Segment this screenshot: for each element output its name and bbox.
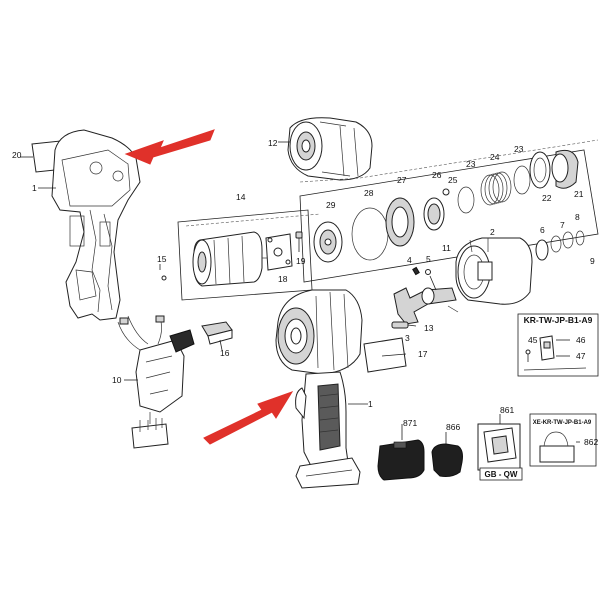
bag-862-drawing <box>529 413 597 467</box>
housing-shell <box>51 129 141 321</box>
pointer-arrow-top <box>124 129 215 165</box>
part-callout-p19: 19 <box>296 256 306 266</box>
part-callout-p10: 10 <box>112 375 122 385</box>
part-callout-p29: 29 <box>326 200 336 210</box>
part-callout-p21: 21 <box>574 189 584 199</box>
part-callout-p23b: 23 <box>514 144 524 154</box>
battery-871-drawing <box>377 424 425 481</box>
part-callout-p862: 862 <box>584 437 598 447</box>
part-callout-p6: 6 <box>540 225 545 235</box>
part-callout-p18: 18 <box>278 274 288 284</box>
part-callout-p871: 871 <box>403 418 417 428</box>
part-callout-p8: 8 <box>575 212 580 222</box>
part-callout-p17: 17 <box>418 349 428 359</box>
direction-switch-16-drawing <box>201 321 233 351</box>
part-callout-p1b: 1 <box>368 399 373 409</box>
screw-13-drawing <box>391 321 417 329</box>
part-callout-p1a: 1 <box>32 183 37 193</box>
charger-region-label: GB - QW <box>485 470 518 479</box>
part-callout-p4: 4 <box>407 255 412 265</box>
battery-866-drawing <box>431 432 463 477</box>
anvil-spindle-drawing <box>393 266 459 325</box>
housing-half-drawing <box>20 129 141 321</box>
part-callout-p25: 25 <box>448 175 458 185</box>
part-callout-p23a: 23 <box>466 159 476 169</box>
part-callout-p2: 2 <box>490 227 495 237</box>
part-callout-p46: 46 <box>576 335 586 345</box>
part-callout-p11: 11 <box>442 243 451 253</box>
part-callout-p13: 13 <box>424 323 434 333</box>
part-callout-p28: 28 <box>364 188 374 198</box>
charger-label-box <box>479 467 523 481</box>
kr-kit-title: KR-TW-JP-B1-A9 <box>524 315 593 325</box>
part-callout-p22: 22 <box>542 193 552 203</box>
planetary-gear-panel <box>299 149 599 283</box>
part-callout-p7: 7 <box>560 220 565 230</box>
part-callout-p15: 15 <box>157 254 167 264</box>
part-callout-p26: 26 <box>432 170 442 180</box>
tool-body-drawing <box>275 289 407 489</box>
gearbox-assembly-drawing <box>278 117 373 181</box>
part-callout-p47: 47 <box>576 351 586 361</box>
part-callout-p12: 12 <box>268 138 278 148</box>
part-callout-p24: 24 <box>490 152 500 162</box>
pointer-arrow-bottom <box>203 391 294 445</box>
part-callout-p866: 866 <box>446 422 460 432</box>
part-callout-p27: 27 <box>397 175 407 185</box>
motor-panel <box>177 209 313 301</box>
xe-kit-title: XE-KR-TW-JP-B1-A9 <box>533 420 592 426</box>
kr-kit-drawing <box>517 313 599 377</box>
part-callout-p14: 14 <box>236 192 246 202</box>
part-callout-p3: 3 <box>405 333 410 343</box>
part-callout-p861: 861 <box>500 405 514 415</box>
charger-861-drawing <box>477 414 521 471</box>
part-callout-p20: 20 <box>12 150 22 160</box>
part-callout-p5: 5 <box>426 254 431 264</box>
part-callout-p16: 16 <box>220 348 230 358</box>
part-callout-p45: 45 <box>528 335 538 345</box>
assembly-guide-lines <box>185 139 599 227</box>
switch-assembly-drawing <box>117 315 195 449</box>
anvil-housing-drawing <box>455 230 585 305</box>
part-callout-p9: 9 <box>590 256 595 266</box>
small-screw-15-drawing <box>159 264 167 281</box>
